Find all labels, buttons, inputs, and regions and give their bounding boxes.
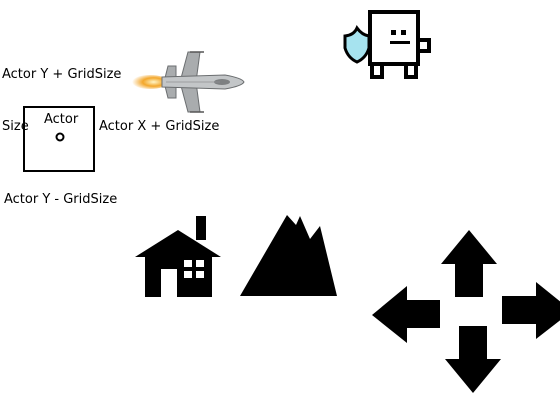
arrow-right-icon[interactable] [502, 282, 560, 340]
mountain-icon[interactable] [240, 213, 338, 298]
actor-x-plus-label: Actor X + GridSize [99, 119, 219, 134]
actor-x-plus-label-clip: Actor X + GridSize [99, 118, 219, 136]
arrow-down-icon[interactable] [444, 326, 502, 394]
actor-label: Actor [44, 112, 79, 127]
shield-icon [343, 24, 371, 64]
arrow-left-icon[interactable] [372, 286, 442, 344]
arrow-up-icon[interactable] [440, 230, 498, 298]
actor-origin-dot [55, 132, 65, 142]
actor-cell[interactable] [22, 105, 97, 173]
house-icon[interactable] [135, 215, 223, 299]
actor-y-minus-label: Actor Y - GridSize [4, 192, 118, 207]
actor-x-minus-label: Size [2, 119, 29, 134]
robot-with-shield-icon[interactable] [342, 8, 437, 83]
actor-y-plus-label: Actor Y + GridSize [2, 67, 122, 82]
fighter-jet-icon[interactable] [130, 48, 245, 116]
